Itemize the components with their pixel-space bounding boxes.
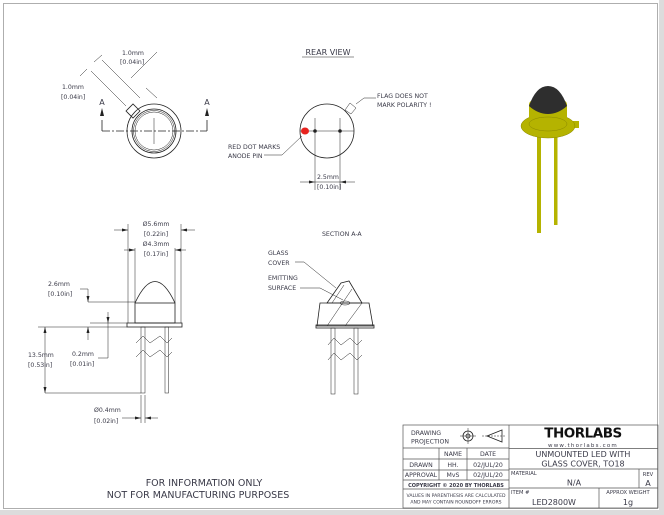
rear-view: REAR VIEW FLAG DOES NOT MARK POLARITY ! … (228, 48, 431, 191)
col-name: NAME (444, 451, 462, 458)
projection-label-2: PROJECTION (411, 439, 449, 446)
material-value: N/A (567, 479, 582, 488)
flag-width-dim-in: [0.04in] (61, 94, 85, 101)
rear-view-title: REAR VIEW (306, 48, 351, 57)
projection-label: DRAWING (411, 430, 441, 437)
col-date: DATE (480, 451, 496, 458)
item-label: ITEM # (511, 490, 529, 496)
lead-diameter-dim: Ø0.4mm (94, 406, 121, 414)
weight-label: APPROX WEIGHT (606, 490, 650, 496)
dome-height-dim-in: [0.10in] (48, 291, 72, 298)
drawn-label: DRAWN (409, 462, 433, 469)
rev-label: REV (643, 472, 654, 478)
website: www.thorlabs.com (548, 443, 618, 449)
rev-value: A (645, 479, 651, 488)
outer-diameter-dim: Ø5.6mm (143, 220, 170, 228)
lead-length-dim: 13.5mm (28, 352, 54, 359)
sheet-border (3, 3, 658, 509)
flag-length-dim-in: [0.04in] (120, 59, 144, 66)
red-dot-note-2: ANODE PIN (228, 153, 263, 160)
red-dot-note: RED DOT MARKS (228, 144, 280, 151)
inner-diameter-dim: Ø4.3mm (143, 240, 170, 248)
lead-length-dim-in: [0.53in] (28, 362, 52, 369)
inner-diameter-dim-in: [0.17in] (144, 251, 168, 258)
section-title: SECTION A-A (322, 231, 362, 238)
info-note-2: NOT FOR MANUFACTURING PURPOSES (107, 490, 289, 501)
drawn-date: 02/JUL/20 (473, 462, 503, 469)
drawn-name: HH. (447, 462, 458, 469)
disclaimer-2: AND MAY CONTAIN ROUNDOFF ERRORS (410, 500, 501, 506)
flag-note: FLAG DOES NOT (377, 93, 428, 100)
material-label: MATERIAL (511, 471, 537, 477)
front-view: A A 1.0mm [0.04in] 1.0mm [0.04in] (61, 50, 210, 159)
dome-height-dim: 2.6mm (48, 281, 70, 288)
pin-spacing-dim-in: [0.10in] (317, 184, 341, 191)
red-dot-anode-marker (301, 127, 309, 135)
emitting-surface-label: EMITTING (268, 275, 298, 282)
section-a-a: SECTION A-A GLASS COVER EMITTING SURFACE (268, 231, 375, 395)
info-note: FOR INFORMATION ONLY (146, 478, 263, 489)
glass-cover-label-2: COVER (268, 260, 290, 267)
approval-label: APPROVAL (405, 472, 438, 479)
item-number: LED2800W (532, 498, 576, 507)
part-title-2: GLASS COVER, TO18 (541, 460, 624, 469)
flag-note-2: MARK POLARITY ! (377, 102, 431, 109)
pin-spacing-dim: 2.5mm (317, 174, 339, 181)
flag-length-dim: 1.0mm (122, 50, 144, 57)
led-3d-render (520, 86, 579, 233)
glass-cover-label: GLASS (268, 250, 289, 257)
part-title: UNMOUNTED LED WITH (536, 450, 631, 459)
weight-value: 1g (623, 498, 633, 507)
flag-width-dim: 1.0mm (62, 84, 84, 91)
copyright: COPYRIGHT © 2020 BY THORLABS (408, 483, 504, 489)
title-block: DRAWING PROJECTION NAME DATE DRAWN HH. 0… (402, 424, 659, 509)
approval-name: MvS (447, 472, 460, 479)
outer-diameter-dim-in: [0.22in] (144, 231, 168, 238)
flange-thickness-dim-in: [0.01in] (70, 361, 94, 368)
side-view: Ø5.6mm [0.22in] Ø4.3mm [0.17in] 2.6mm [0… (28, 220, 195, 425)
lead-diameter-dim-in: [0.02in] (94, 418, 118, 425)
flange-thickness-dim: 0.2mm (72, 351, 94, 358)
disclaimer: VALUES IN PARENTHESIS ARE CALCULATED (406, 493, 506, 499)
emitting-surface-label-2: SURFACE (268, 285, 296, 292)
section-marker-right: A (204, 98, 210, 107)
first-angle-projection-icon (460, 428, 505, 444)
thorlabs-logo: THORLABS (544, 426, 621, 442)
approval-date: 02/JUL/20 (473, 472, 503, 479)
section-marker-left: A (99, 98, 105, 107)
